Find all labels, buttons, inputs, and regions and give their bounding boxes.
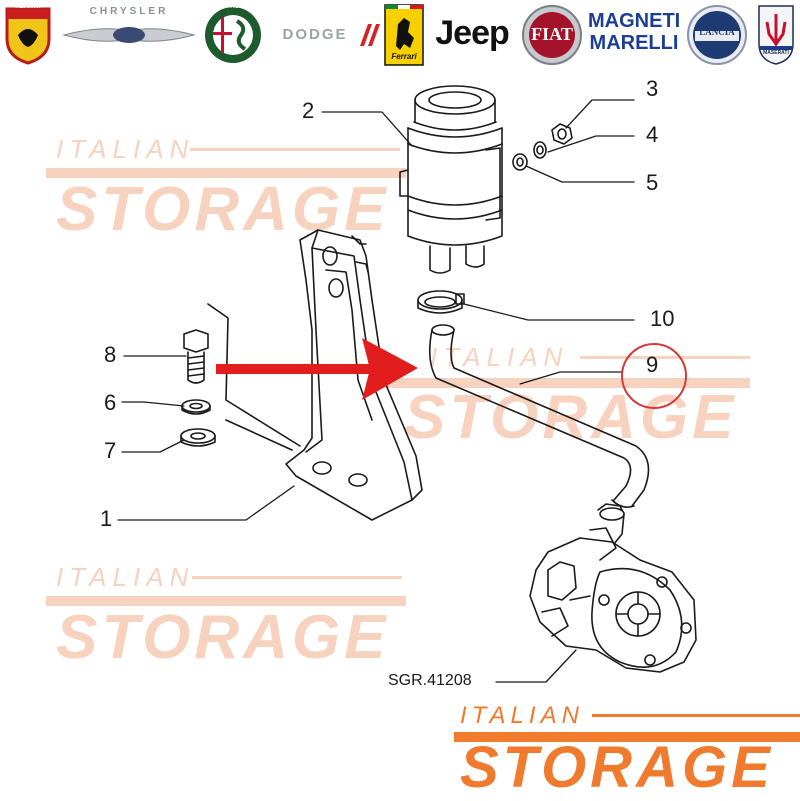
lancia-logo [684, 4, 750, 66]
exploded-parts-diagram [117, 85, 697, 683]
watermark-word-storage: STORAGE [56, 603, 390, 672]
alfa-romeo-label: ALFA ROMEO [213, 4, 253, 10]
callout-5: 5 [646, 170, 659, 195]
brand-logo-bar: ABARTH CHRYSLER ALFA ROMEO DODGE [0, 0, 800, 70]
alfa-romeo-logo [202, 4, 264, 66]
logo-bar [454, 732, 800, 742]
nut-and-washers [512, 123, 573, 171]
watermark-bar [380, 378, 750, 388]
callout-1: 1 [100, 506, 113, 531]
watermark-line [190, 148, 400, 151]
ferrari-label: Ferrari [391, 52, 417, 61]
dodge-logo [268, 4, 380, 66]
watermark-bar [46, 596, 406, 606]
logo-line [592, 714, 800, 717]
maserati-label: MASERATI [763, 50, 789, 56]
watermark-word-italian: ITALIAN [56, 562, 195, 592]
flat-washer [180, 428, 216, 447]
ferrari-logo [384, 4, 424, 66]
watermark-word-italian: ITALIAN [430, 342, 569, 372]
hose-clamp [417, 290, 465, 314]
chrysler-logo [62, 4, 196, 66]
callout-4: 4 [646, 122, 659, 147]
watermark-line [192, 576, 402, 579]
callout-7: 7 [104, 438, 117, 463]
engine-outline [225, 419, 293, 451]
fiat-label: FIAT [531, 24, 573, 44]
bolt [183, 329, 209, 384]
abarth-label: ABARTH [15, 4, 41, 10]
power-steering-reservoir [399, 85, 503, 274]
maserati-logo [754, 4, 798, 66]
callout-2: 2 [302, 98, 315, 123]
dodge-label: DODGE [282, 26, 348, 43]
magneti-marelli-logo: MAGNETI MARELLI [588, 10, 681, 54]
lancia-label: LANCIA [699, 27, 735, 37]
watermark-line [580, 356, 750, 359]
engine-outline [207, 303, 301, 447]
lock-washer [181, 399, 211, 415]
callout-3: 3 [646, 76, 659, 101]
power-steering-pump [529, 503, 697, 673]
callout-10: 10 [650, 306, 675, 331]
callout-9: 9 [646, 352, 659, 377]
highlight-circle [621, 343, 687, 409]
chrysler-label: CHRYSLER [89, 6, 169, 17]
part-code-label: SGR.41208 [388, 672, 472, 689]
callout-6: 6 [104, 390, 117, 415]
logo-word-storage: STORAGE [460, 735, 774, 800]
jeep-logo: Jeep [435, 14, 510, 52]
bracket [285, 229, 423, 521]
watermark-bar [46, 168, 406, 178]
watermark-word-italian: ITALIAN [56, 134, 195, 164]
logo-word-italian: ITALIAN [460, 702, 584, 729]
red-arrow [216, 338, 418, 400]
abarth-logo [2, 4, 54, 66]
fiat-logo [520, 4, 584, 66]
leader-lines [117, 99, 635, 683]
power-steering-hose [428, 324, 650, 508]
callout-8: 8 [104, 342, 117, 367]
